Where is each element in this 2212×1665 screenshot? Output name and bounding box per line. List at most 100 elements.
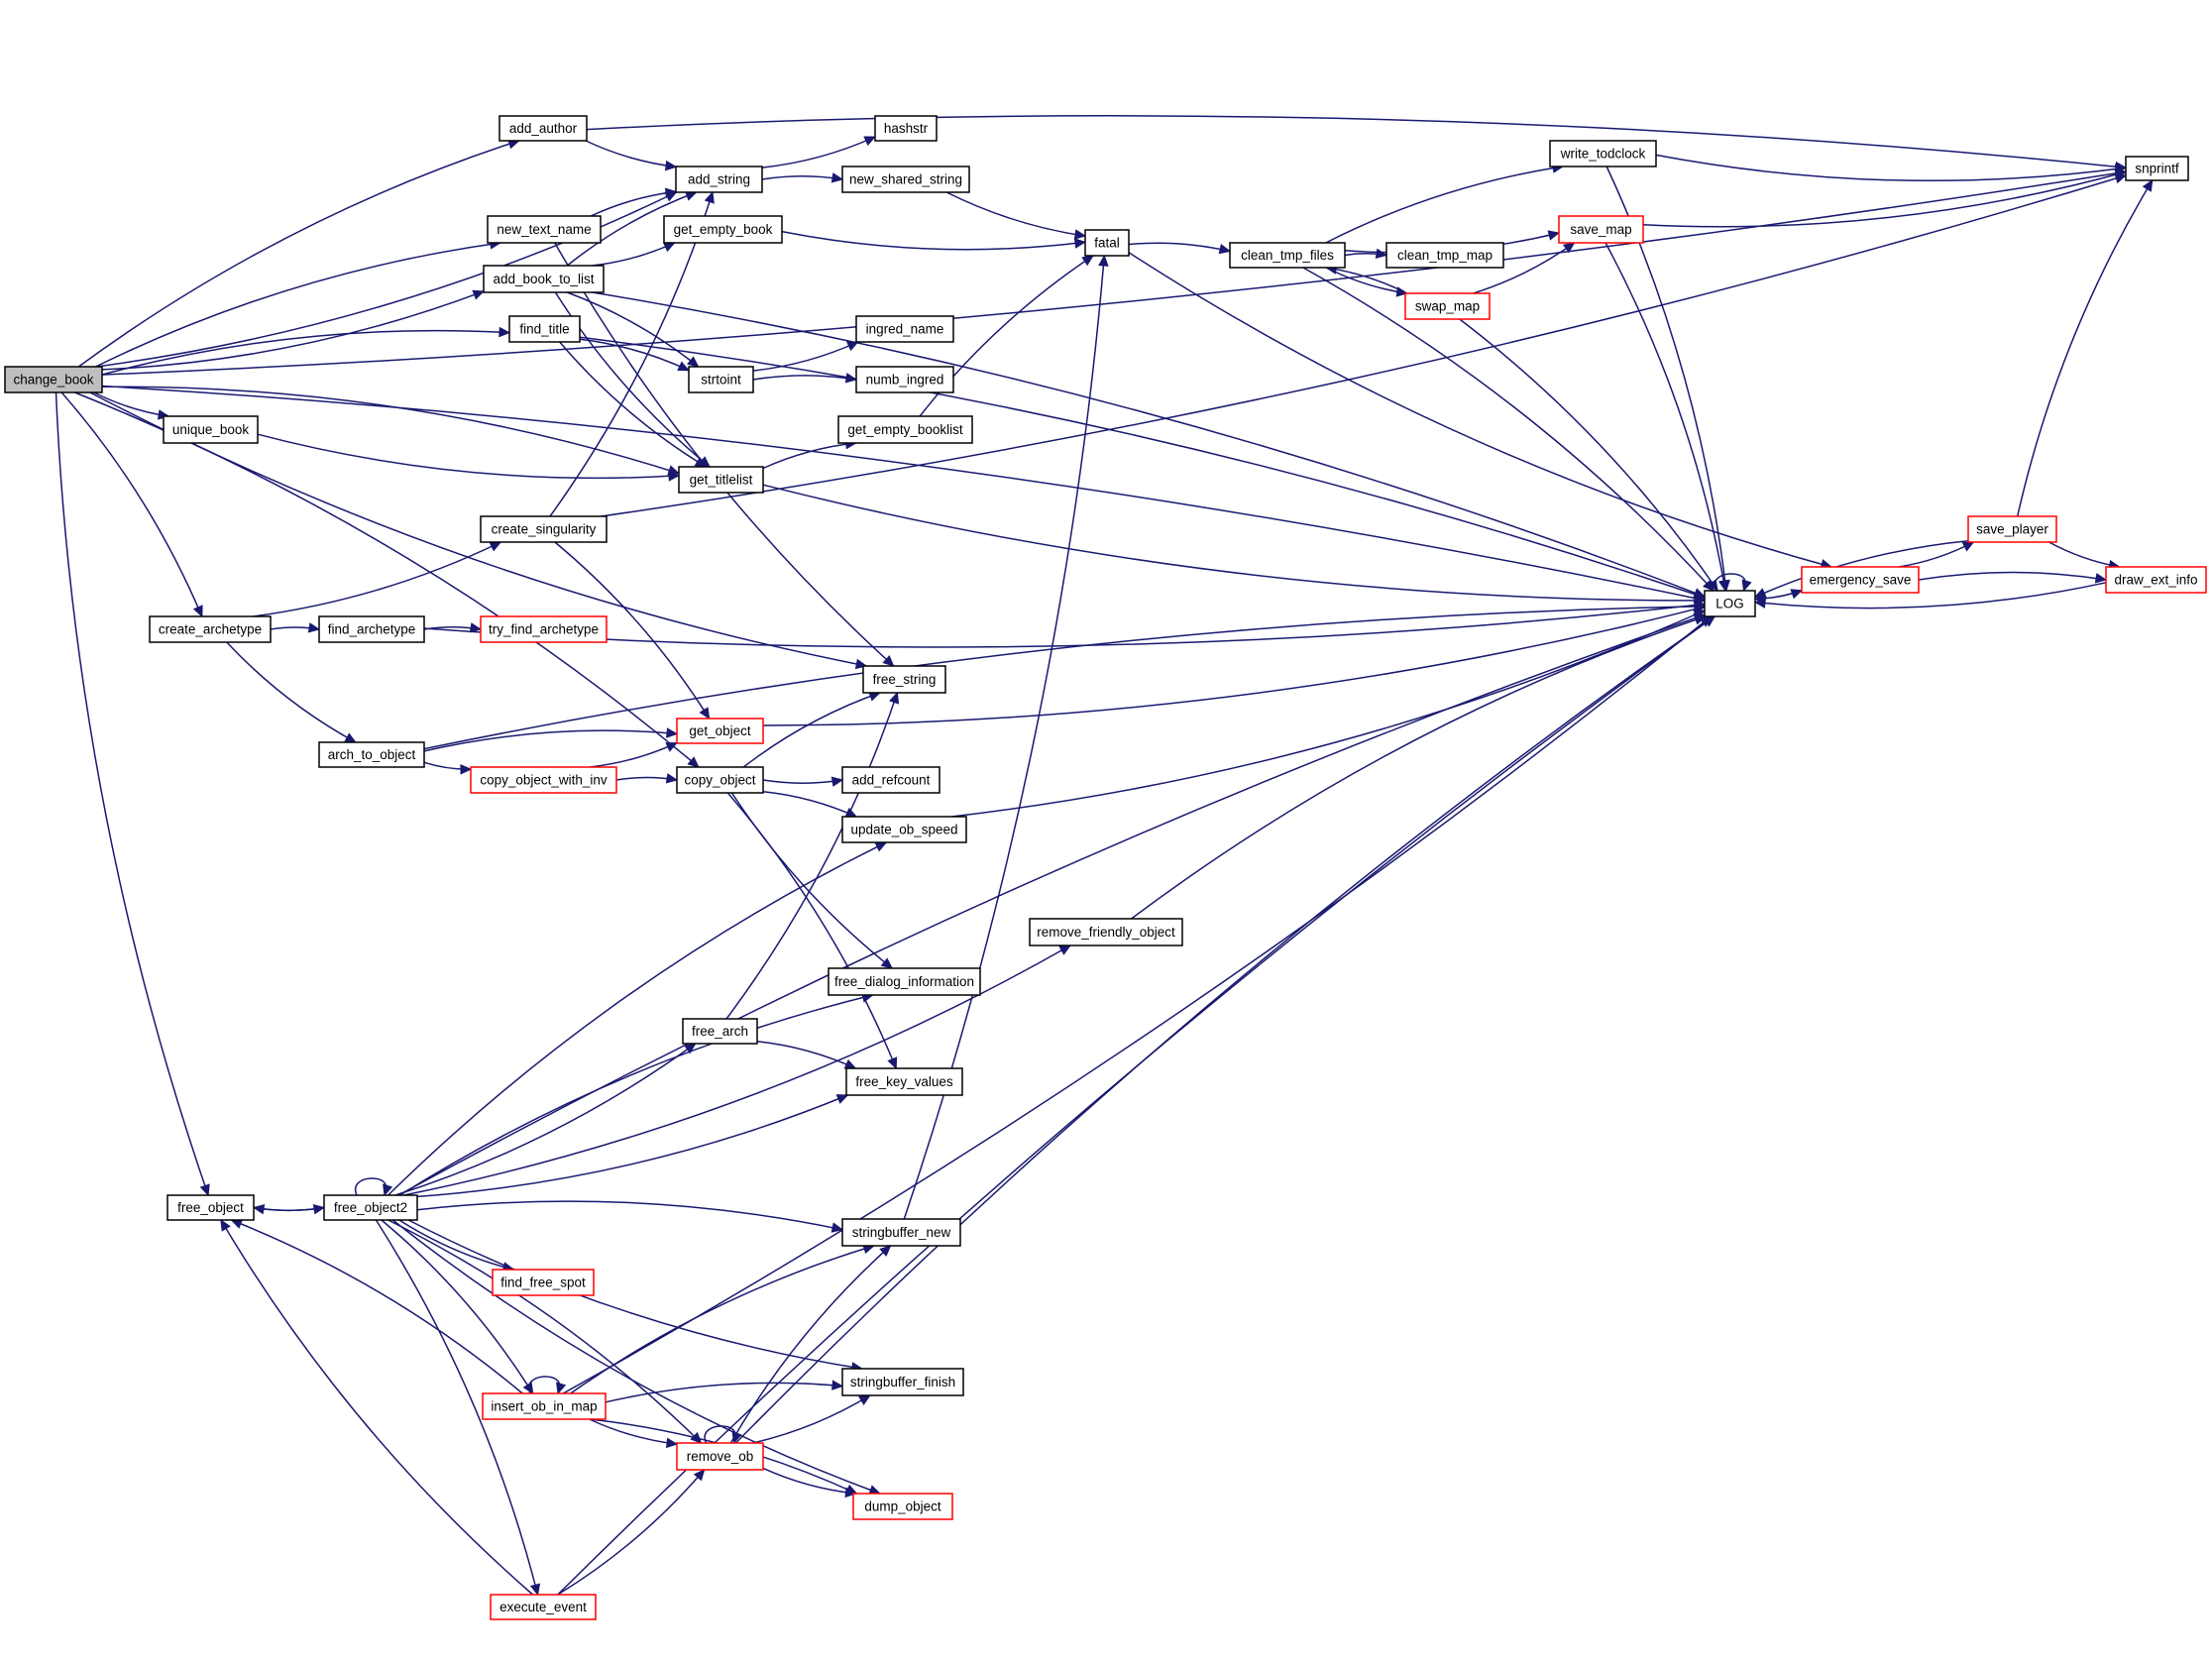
- node-find-title[interactable]: find_title: [508, 315, 581, 343]
- node-find-free-spot[interactable]: find_free_spot: [492, 1269, 595, 1296]
- node-stringbuffer-new[interactable]: stringbuffer_new: [841, 1218, 961, 1247]
- node-arch-to-object[interactable]: arch_to_object: [318, 741, 425, 768]
- node-add-string[interactable]: add_string: [675, 166, 763, 193]
- node-box: [678, 466, 764, 494]
- edge-add-book-to-list-to-get-empty-book: [592, 242, 676, 267]
- node-save-player[interactable]: save_player: [1967, 515, 2057, 543]
- edge-clean-tmp-files-to-write-todclock: [1325, 163, 1565, 244]
- node-label: find_archetype: [328, 622, 416, 637]
- node-box: [323, 1194, 418, 1221]
- node-box: [1801, 566, 1920, 594]
- edge-line: [559, 341, 707, 468]
- arrowhead: [1058, 944, 1072, 955]
- node-box: [490, 1594, 597, 1620]
- node-add-author[interactable]: add_author: [498, 115, 588, 142]
- node-find-archetype[interactable]: find_archetype: [318, 615, 425, 643]
- node-get-empty-booklist[interactable]: get_empty_booklist: [837, 415, 973, 444]
- node-unique-book[interactable]: unique_book: [163, 415, 259, 444]
- edge-line: [762, 484, 1706, 602]
- node-swap-map[interactable]: swap_map: [1404, 292, 1491, 320]
- node-box: [841, 766, 940, 794]
- node-snprintf[interactable]: snprintf: [2125, 156, 2189, 181]
- edge-clean-tmp-files-to-clean-tmp-map: [1344, 248, 1388, 260]
- edge-line: [752, 375, 857, 381]
- node-free-key-values[interactable]: free_key_values: [845, 1067, 963, 1096]
- node-free-arch[interactable]: free_arch: [682, 1018, 758, 1045]
- node-save-map[interactable]: save_map: [1558, 215, 1644, 244]
- node-free-object[interactable]: free_object: [166, 1194, 255, 1221]
- node-create-archetype[interactable]: create_archetype: [149, 615, 272, 643]
- node-get-titlelist[interactable]: get_titlelist: [678, 466, 764, 494]
- node-box: [1967, 515, 2057, 543]
- node-new-text-name[interactable]: new_text_name: [487, 215, 602, 244]
- arrowhead: [668, 471, 681, 482]
- node-copy-object-with-inv[interactable]: copy_object_with_inv: [470, 766, 617, 794]
- node-label: new_text_name: [497, 222, 591, 237]
- arrowhead: [665, 742, 679, 752]
- node-clean-tmp-files[interactable]: clean_tmp_files: [1229, 242, 1346, 269]
- edge-line: [74, 391, 700, 768]
- node-clean-tmp-map[interactable]: clean_tmp_map: [1385, 242, 1504, 269]
- edge-save-player-to-snprintf: [2016, 178, 2154, 517]
- node-add-refcount[interactable]: add_refcount: [841, 766, 940, 794]
- node-box: [149, 615, 272, 643]
- node-copy-object[interactable]: copy_object: [676, 766, 764, 794]
- edge-line: [1128, 252, 1832, 568]
- node-get-object[interactable]: get_object: [676, 718, 764, 744]
- node-free-object2[interactable]: free_object2: [323, 1194, 418, 1221]
- node-remove-ob[interactable]: remove_ob: [676, 1442, 764, 1471]
- node-update-ob-speed[interactable]: update_ob_speed: [841, 816, 967, 843]
- node-label: add_string: [688, 172, 750, 187]
- node-insert-ob-in-map[interactable]: insert_ob_in_map: [482, 1392, 607, 1420]
- edge-line: [2048, 541, 2120, 568]
- arrowhead: [220, 1218, 231, 1232]
- edge-insert-ob-in-map-to-free-object: [230, 1218, 523, 1394]
- arrowhead: [199, 1183, 210, 1197]
- node-draw-ext-info[interactable]: draw_ext_info: [2105, 566, 2207, 594]
- arrowhead: [1741, 579, 1752, 593]
- arrowhead: [830, 1222, 844, 1233]
- node-ingred-name[interactable]: ingred_name: [855, 315, 954, 343]
- edge-line: [527, 1376, 561, 1394]
- edge-line: [756, 1041, 856, 1069]
- edge-line: [1325, 166, 1564, 244]
- node-execute-event[interactable]: execute_event: [490, 1594, 597, 1620]
- node-create-singularity[interactable]: create_singularity: [480, 515, 608, 543]
- arrowhead: [1547, 230, 1561, 241]
- node-strtoint[interactable]: strtoint: [688, 366, 754, 393]
- node-new-shared-string[interactable]: new_shared_string: [841, 166, 970, 193]
- node-hashstr[interactable]: hashstr: [874, 115, 938, 142]
- node-label: ingred_name: [866, 322, 944, 337]
- node-label: remove_friendly_object: [1037, 925, 1175, 940]
- arrowhead: [831, 1380, 844, 1390]
- edge-free-object2-to-free-arch: [394, 1043, 697, 1196]
- node-emergency-save[interactable]: emergency_save: [1801, 566, 1920, 594]
- node-dump-object[interactable]: dump_object: [852, 1493, 953, 1520]
- edge-save-player-to-draw-ext-info: [2048, 541, 2121, 571]
- node-get-empty-book[interactable]: get_empty_book: [663, 215, 783, 244]
- node-free-dialog-information[interactable]: free_dialog_information: [828, 967, 981, 996]
- node-box: [828, 967, 981, 996]
- node-add-book-to-list[interactable]: add_book_to_list: [483, 265, 605, 293]
- edge-emergency-save-to-save-player: [1898, 541, 1975, 568]
- node-log[interactable]: LOG: [1704, 590, 1756, 617]
- node-remove-friendly-object[interactable]: remove_friendly_object: [1029, 918, 1183, 946]
- edge-add-book-to-list-to-add-string: [566, 190, 698, 267]
- node-box: [482, 1392, 607, 1420]
- node-fatal[interactable]: fatal: [1084, 229, 1130, 257]
- node-box: [874, 115, 938, 142]
- node-numb-ingred[interactable]: numb_ingred: [855, 366, 954, 393]
- node-box: [841, 166, 970, 193]
- edge-free-object2-to-execute-event: [375, 1219, 541, 1597]
- node-stringbuffer-finish[interactable]: stringbuffer_finish: [841, 1368, 964, 1396]
- edge-clean-tmp-files-to-log: [1302, 267, 1714, 592]
- node-write-todclock[interactable]: write_todclock: [1549, 140, 1657, 167]
- node-free-string[interactable]: free_string: [862, 665, 946, 694]
- node-try-find-archetype[interactable]: try_find_archetype: [480, 615, 608, 643]
- node-label: create_archetype: [159, 622, 262, 637]
- edge-copy-object-to-free-string: [742, 691, 881, 768]
- edge-arch-to-object-to-log: [423, 601, 1707, 750]
- node-label: clean_tmp_map: [1397, 248, 1493, 263]
- edge-line: [1898, 541, 1974, 568]
- node-box: [855, 315, 954, 343]
